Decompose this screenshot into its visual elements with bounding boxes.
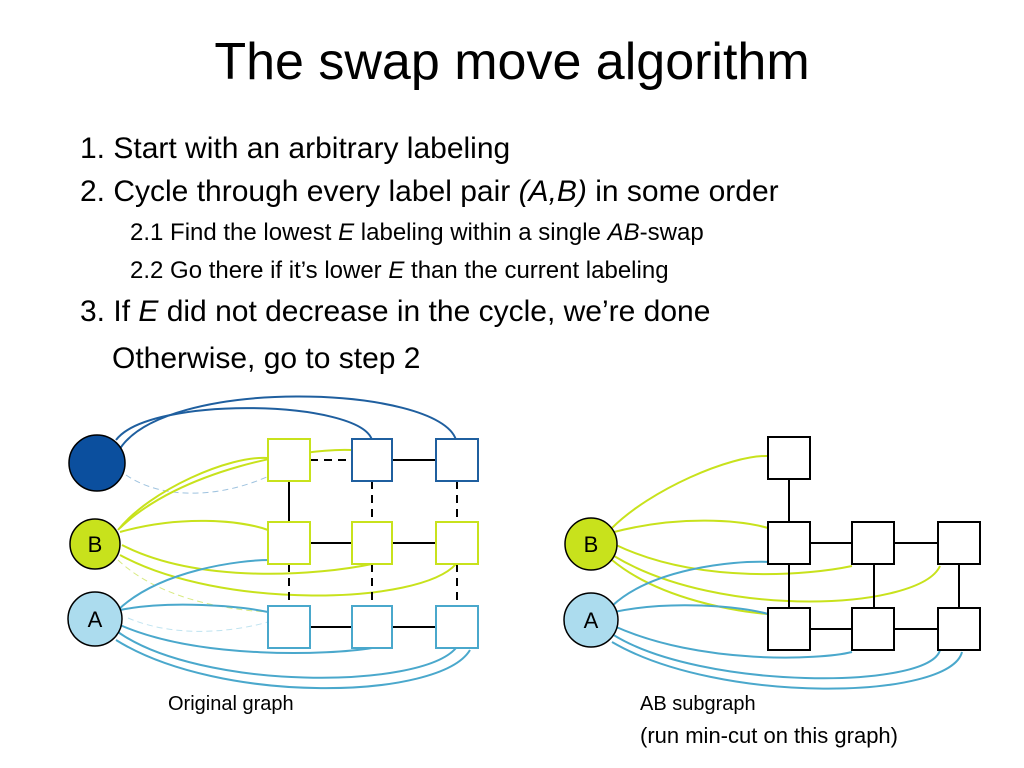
- edge-b-to-node-r1c2: [119, 448, 353, 529]
- edge-b-to-node-r2c2: [121, 544, 373, 575]
- terminal-a-label: A: [88, 607, 103, 632]
- edge-a-to-node-r3c3-outer: [115, 639, 471, 690]
- edge-b-to-node-r3c1-weak: [117, 559, 269, 613]
- edge-terminal-top-to-node-r1c1-weak: [125, 465, 289, 494]
- step-2: 2. Cycle through every label pair (A,B) …: [80, 175, 779, 208]
- edge-b-to-node-r2c1: [119, 519, 269, 533]
- sub-pixel-node-r2c1: [767, 521, 811, 565]
- pixel-node-r1c3: [435, 438, 479, 482]
- sub-pixel-node-r3c1: [767, 607, 811, 651]
- sub-pixel-node-r3c2: [851, 607, 895, 651]
- edge-b-to-node-r1c1: [117, 456, 269, 531]
- edge-a-to-node-r3c1: [119, 603, 269, 613]
- pixel-node-r2c1: [267, 521, 311, 565]
- original-graph: [67, 395, 479, 690]
- step-2-1: 2.1 Find the lowest E labeling within a …: [130, 219, 704, 246]
- sub-pixel-node-r3c3: [937, 607, 981, 651]
- terminal-a: [67, 591, 123, 647]
- edge-a-to-node-r3c2: [119, 624, 373, 654]
- step-2-2: 2.2 Go there if it’s lower E than the cu…: [130, 257, 669, 284]
- edge-a-to-node-r3c3: [117, 631, 457, 679]
- sub-edge-a-to-node-r3c3: [611, 633, 941, 680]
- edge-terminal-top-to-node-r1c3: [117, 395, 457, 453]
- edge-a-to-node-r2c1: [117, 559, 271, 611]
- terminal-b: [69, 518, 121, 570]
- sub-edge-b-to-node-r3c1: [611, 559, 769, 615]
- pixel-node-r2c3: [435, 521, 479, 565]
- step-1: 1. Start with an arbitrary labeling: [80, 132, 511, 165]
- step-3-otherwise: Otherwise, go to step 2: [112, 342, 421, 375]
- terminal-dark-blue: [68, 434, 126, 492]
- pixel-node-r1c2: [351, 438, 393, 482]
- edge-a-to-node-r1c1-weak: [127, 617, 269, 632]
- sub-edge-b-to-node-r2c2: [615, 544, 853, 576]
- slide-title: The swap move algorithm: [214, 33, 810, 91]
- caption-ab-subgraph: AB subgraph: [640, 693, 756, 715]
- edge-terminal-top-to-node-r1c2: [115, 407, 373, 441]
- sub-pixel-node-r2c3: [937, 521, 981, 565]
- sub-pixel-node-r1c1: [767, 436, 811, 480]
- sub-pixel-node-r2c2: [851, 521, 895, 565]
- sub-edge-a-to-node-r3c2: [613, 625, 853, 659]
- sub-edge-a-to-node-r2c1: [611, 560, 771, 607]
- pixel-node-r3c2: [351, 605, 393, 649]
- sub-terminal-b-label: B: [584, 532, 599, 557]
- pixel-node-r2c2: [351, 521, 393, 565]
- terminal-b-label: B: [88, 532, 103, 557]
- sub-edge-b-to-node-r2c1: [613, 519, 769, 533]
- sub-terminal-a-label: A: [584, 608, 599, 633]
- sub-edge-a-to-node-r3c3-outer: [611, 641, 963, 690]
- sub-edge-a-to-node-r3c1: [613, 604, 769, 615]
- ab-subgraph: [563, 436, 981, 690]
- caption-original-graph: Original graph: [168, 693, 294, 715]
- pixel-node-r1c1: [267, 438, 311, 482]
- edge-b-to-node-r2c3: [119, 554, 457, 597]
- sub-edge-b-to-node-r1c1: [611, 454, 769, 529]
- caption-run-min-cut: (run min-cut on this graph): [640, 723, 898, 748]
- pixel-node-r3c1: [267, 605, 311, 649]
- sub-terminal-a: [563, 592, 619, 648]
- sub-terminal-b: [564, 517, 618, 571]
- step-3: 3. If E did not decrease in the cycle, w…: [80, 295, 711, 328]
- pixel-node-r3c3: [435, 605, 479, 649]
